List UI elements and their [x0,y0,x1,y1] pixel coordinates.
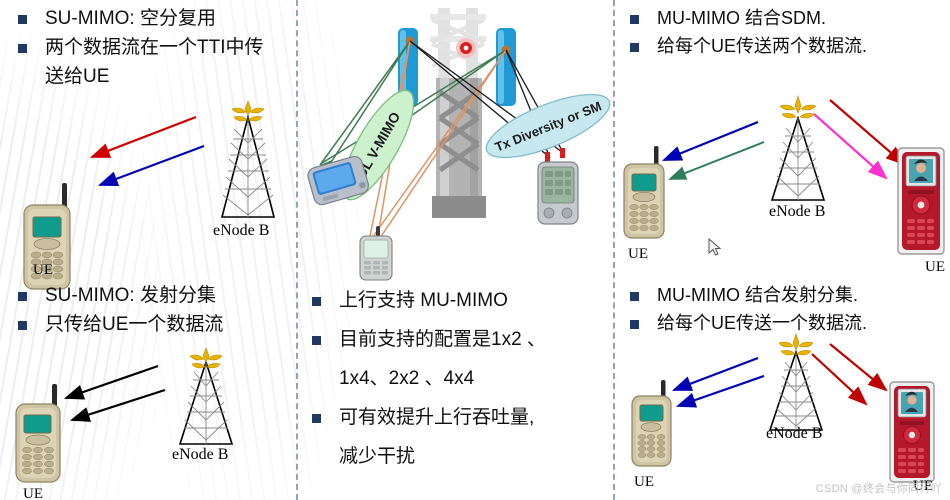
bullet-text: 送给UE [45,65,110,87]
bullet-text: 给每个UE传送一个数据流. [657,312,868,333]
bullet-square-icon [18,320,27,330]
ue-handset-icon [15,384,61,483]
bullet-text: 上行支持 MU-MIMO [339,290,508,311]
label-ue-top-left: UE [33,262,53,278]
panel-middle-bullets: 上行支持 MU-MIMO 目前支持的配置是1x2 、 1x4、2x2 、4x4 … [312,288,604,483]
bullet-line: 目前支持的配置是1x2 、 [312,327,604,354]
bullet-square-icon [18,292,27,301]
stream-arrow-blue [661,120,759,162]
stream-arrow-red-1 [811,353,868,406]
bullet-square-icon [312,297,321,306]
stream-arrow-black-1 [63,364,159,400]
antenna-icon [778,333,814,356]
stream-arrow-blue [97,144,205,187]
stream-arrow-blue-1 [671,356,759,392]
antenna-icon [189,347,223,369]
bullet-line: 给每个UE传送两个数据流. [630,34,940,60]
label-ue-left-top-right: UE [628,246,648,262]
divider-right [613,0,615,500]
ue-handset-gray-icon [359,226,393,281]
mouse-cursor-icon [708,237,722,256]
ue-handset-red-icon [889,381,935,483]
bullet-square-icon [312,413,321,423]
tower-superstructure [430,8,486,80]
bullet-text: SU-MIMO: 发射分集 [45,285,216,306]
ue-pda-silver-icon [537,161,579,225]
panel-top-left-bullets: SU-MIMO: 空分复用 两个数据流在一个TTI中传 送给UE [18,6,290,93]
bullet-text: 减少干扰 [339,445,416,467]
csdn-watermark: CSDN @终会与你同行吖 [815,483,942,495]
diagram-bottom-left [0,347,296,500]
ue-pda-blue-icon [307,155,370,206]
bullet-line: 只传给UE一个数据流 [18,312,290,339]
bullet-line: 两个数据流在一个TTI中传 [18,35,290,62]
label-ue-right-bottom-right: UE [913,478,933,494]
bullet-line-continuation: 送给UE [18,64,290,91]
panel-bottom-left-bullets: SU-MIMO: 发射分集 只传给UE一个数据流 [18,283,290,341]
panel-top-right-bullets: MU-MIMO 结合SDM. 给每个UE传送两个数据流. [630,6,940,61]
label-enodeb-top-left: eNode B [213,222,270,239]
bullet-square-icon [630,15,639,24]
divider-left [296,0,298,500]
label-ellipse-tx-diversity [485,93,611,159]
label-enodeb-bottom-left: eNode B [172,446,229,463]
bullet-text: 给每个UE传送两个数据流. [657,35,868,56]
bullet-line: SU-MIMO: 发射分集 [18,283,290,310]
bullet-line: 给每个UE传送一个数据流. [630,311,940,337]
bullet-text: 1x4、2x2 、4x4 [339,367,475,389]
bullet-line: MU-MIMO 结合SDM. [630,6,940,32]
bullet-square-icon [312,335,321,345]
bullet-text: 可有效提升上行吞吐量, [339,406,535,428]
diagram-bottom-right [618,333,950,500]
diagram-top-right [618,80,950,280]
bullet-line: MU-MIMO 结合发射分集. [630,283,940,309]
bullet-square-icon [18,15,27,24]
label-enodeb-bottom-right: eNode B [766,425,823,442]
bullet-text: SU-MIMO: 空分复用 [45,8,216,29]
antenna-icon [231,100,265,122]
label-ue-left-bottom-right: UE [634,474,654,490]
bullet-line: 上行支持 MU-MIMO [312,288,604,315]
bullet-text: 两个数据流在一个TTI中传 [45,36,264,58]
bullet-line-continuation: 减少干扰 [312,444,604,471]
bullet-text: 目前支持的配置是1x2 、 [339,328,546,350]
rx-antenna-left [545,152,550,162]
bullet-square-icon [630,319,639,329]
antenna-icon [779,94,817,119]
bullet-square-icon [18,43,27,53]
bullet-text: MU-MIMO 结合SDM. [657,8,826,28]
enodeb-tower-icon [768,333,824,431]
bullet-line-continuation: 1x4、2x2 、4x4 [312,366,604,393]
bullet-square-icon [630,292,639,301]
bullet-line: SU-MIMO: 空分复用 [18,6,290,33]
diagram-top-left [0,95,296,290]
stream-arrow-blue-2 [675,374,765,408]
enodeb-tower-icon [220,100,276,218]
enodeb-tower-icon [178,347,234,445]
panel-bottom-right-bullets: MU-MIMO 结合发射分集. 给每个UE传送一个数据流. [630,283,940,338]
bullet-line: 可有效提升上行吞吐量, [312,405,604,432]
stream-arrow-black-2 [69,388,166,422]
ue-handset-icon [23,183,71,290]
stream-arrow-red [89,115,197,159]
stream-arrow-red-2 [829,343,888,392]
label-ue-bottom-left: UE [23,486,43,500]
ue-handset-gold-icon [623,146,665,239]
red-marker-icon [456,38,476,58]
bullet-text: MU-MIMO 结合发射分集. [657,285,858,305]
ue-handset-gold-icon [631,380,672,467]
label-ue-right-top-right: UE [925,259,945,275]
stream-arrow-red [829,99,906,166]
enodeb-tower-icon [770,94,826,201]
label-enodeb-top-right: eNode B [769,203,826,220]
rx-antenna-right [560,148,565,158]
stream-arrow-magenta [813,113,888,180]
bullet-text: 只传给UE一个数据流 [45,313,224,335]
diagram-middle-tower: UL V-MIMO Tx Diversity or SM [300,0,611,281]
bullet-square-icon [630,42,639,52]
stream-arrow-green [668,141,765,180]
ue-handset-red-icon [897,147,945,255]
